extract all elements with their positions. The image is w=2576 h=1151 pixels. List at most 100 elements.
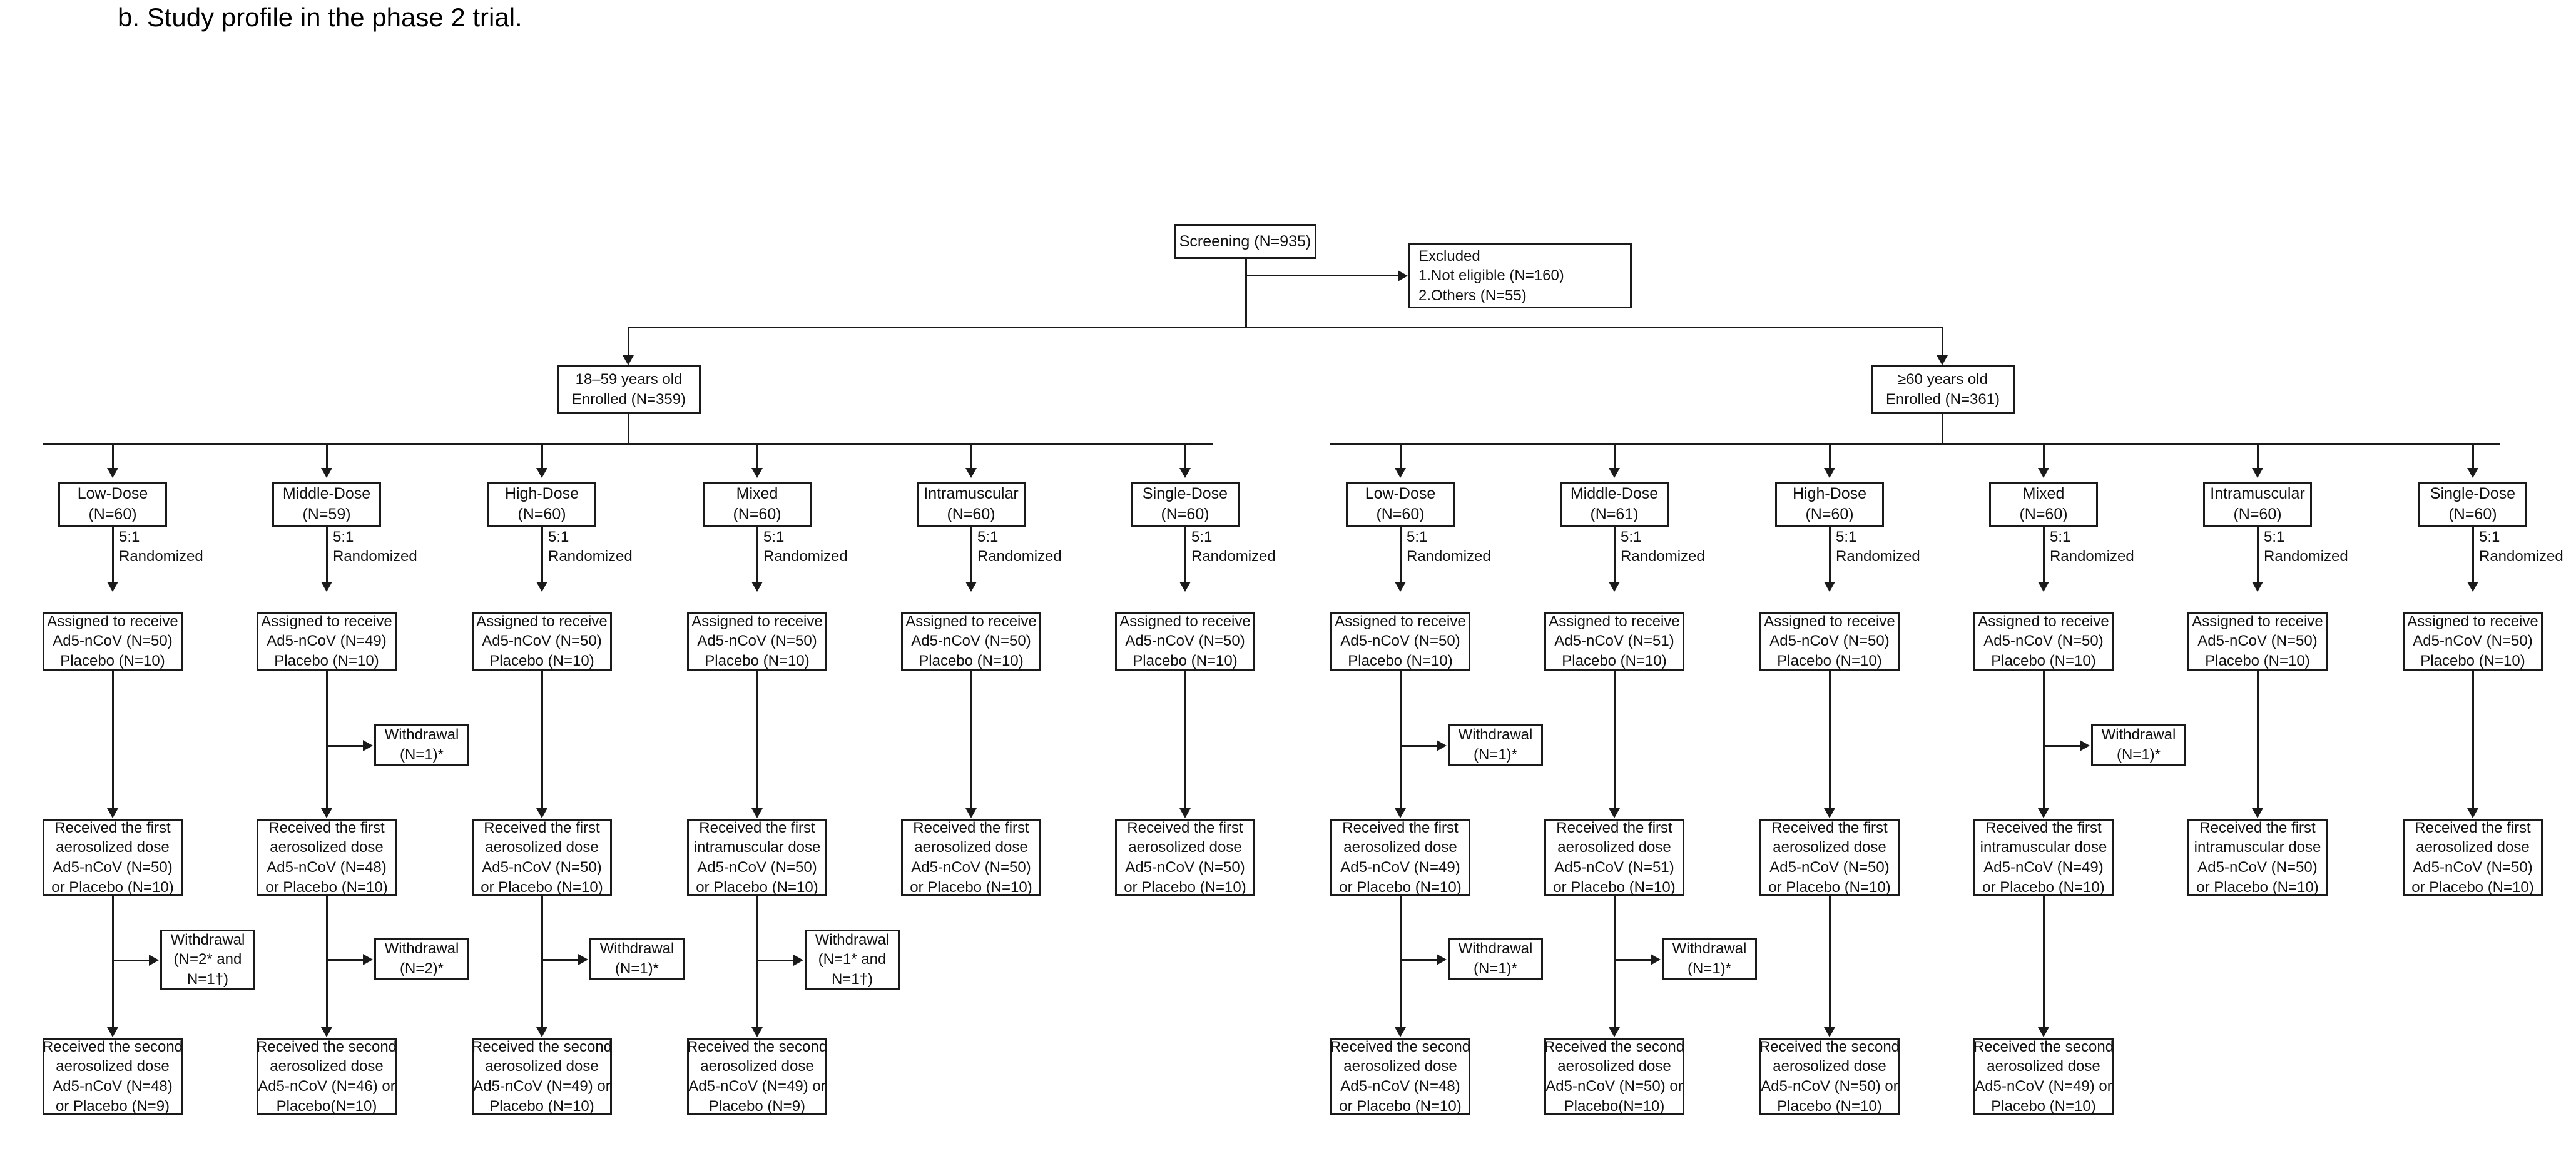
edge-split-bar	[628, 327, 1943, 328]
node-first-dose-young-single-line-1: aerosolized dose	[1128, 839, 1242, 856]
node-first-dose-old-mixed-line-0: Received the first	[1985, 819, 2102, 836]
node-withdrawal-after-first-young-mixed-line-0: Withdrawal	[815, 931, 890, 948]
node-arm-young-single-line-0: Single-Dose	[1142, 485, 1228, 502]
edge-split-left	[628, 327, 629, 359]
edge-first-to-second-old-low	[1400, 896, 1402, 1028]
arrow-withdraw2-young-mixed-icon	[793, 955, 803, 966]
node-withdrawal-after-assign-young-middle-line-1: (N=1)*	[399, 746, 444, 763]
figure-title: b. Study profile in the phase 2 trial.	[118, 3, 522, 32]
node-second-dose-old-low-line-0: Received the second	[1330, 1038, 1471, 1055]
arrow-first-old-middle-icon	[1609, 808, 1620, 818]
node-second-dose-old-mixed-line-2: Ad5-nCoV (N=49) or	[1975, 1078, 2112, 1095]
edge-first-to-second-old-middle	[1614, 896, 1616, 1028]
node-first-dose-young-middle-line-0: Received the first	[268, 819, 385, 836]
arrow-first-young-intramuscular-icon	[965, 808, 977, 818]
arrow-fan-old-high-icon	[1824, 468, 1835, 478]
node-assigned-young-middle-line-2: Placebo (N=10)	[274, 652, 379, 669]
node-withdrawal-after-assign-old-mixed-line-0: Withdrawal	[2101, 726, 2176, 744]
node-arm-old-low-line-0: Low-Dose	[1365, 485, 1436, 502]
node-arm-old-mixed: Mixed(N=60)	[1989, 482, 2098, 527]
label-randomized-young-middle-line-1: Randomized	[333, 547, 417, 565]
node-assigned-young-single-line-2: Placebo (N=10)	[1133, 652, 1238, 669]
node-withdrawal-after-first-young-low-line-1: (N=2* and	[173, 951, 242, 968]
node-second-dose-old-low-line-3: or Placebo (N=10)	[1339, 1097, 1462, 1115]
node-assigned-young-middle-line-0: Assigned to receive	[261, 612, 392, 630]
node-withdrawal-after-first-young-middle: Withdrawal(N=2)*	[374, 938, 469, 980]
node-second-dose-young-middle-line-0: Received the second	[256, 1038, 397, 1055]
node-second-dose-old-high-line-0: Received the second	[1759, 1038, 1900, 1055]
label-randomized-old-low-line-0: 5:1	[1407, 529, 1428, 545]
arrow-fan-young-high-icon	[536, 468, 547, 478]
node-second-dose-old-middle-line-3: Placebo(N=10)	[1564, 1097, 1665, 1115]
edge-assigned-to-first-young-high	[541, 671, 543, 809]
node-assigned-old-intramuscular-line-1: Ad5-nCoV (N=50)	[2197, 632, 2318, 650]
node-enrolled-young-line-0: 18–59 years old	[575, 371, 683, 388]
edge-young-fan-bar	[43, 443, 1213, 445]
node-arm-old-single-line-0: Single-Dose	[2430, 485, 2516, 502]
arrow-to-old-icon	[1937, 355, 1948, 365]
node-first-dose-old-low-line-0: Received the first	[1342, 819, 1459, 836]
label-randomized-old-middle-line-1: Randomized	[1621, 547, 1705, 565]
node-first-dose-young-high-line-0: Received the first	[484, 819, 600, 836]
label-randomized-young-single-line-1: Randomized	[1191, 547, 1276, 565]
node-arm-old-low: Low-Dose (N=60)	[1346, 482, 1455, 527]
arrow-randomize-old-middle-icon	[1609, 582, 1620, 592]
node-assigned-old-single-line-1: Ad5-nCoV (N=50)	[2413, 632, 2533, 650]
node-first-dose-young-middle-line-2: Ad5-nCoV (N=48)	[267, 859, 387, 876]
arrow-second-old-mixed-icon	[2038, 1027, 2049, 1037]
node-first-dose-old-middle-line-1: aerosolized dose	[1557, 839, 1671, 856]
edge-assigned-to-first-old-middle	[1614, 671, 1616, 809]
label-randomized-young-mixed-line-0: 5:1	[763, 529, 785, 545]
node-assigned-old-high-line-1: Ad5-nCoV (N=50)	[1769, 632, 1890, 650]
node-assigned-young-high-line-1: Ad5-nCoV (N=50)	[482, 632, 602, 650]
label-randomized-young-high-line-0: 5:1	[548, 529, 569, 545]
node-assigned-old-intramuscular-line-2: Placebo (N=10)	[2205, 652, 2310, 669]
node-enrolled-old-line-0: ≥60 years old	[1898, 371, 1988, 388]
node-first-dose-young-single-line-3: or Placebo (N=10)	[1124, 878, 1246, 896]
node-first-dose-young-high-line-1: aerosolized dose	[485, 839, 599, 856]
node-withdrawal-after-assign-young-middle: Withdrawal(N=1)*	[374, 724, 469, 766]
node-assigned-old-intramuscular-line-0: Assigned to receive	[2192, 612, 2323, 630]
edge-fan-leg-old-high	[1829, 443, 1831, 470]
node-assigned-young-single-line-0: Assigned to receive	[1119, 612, 1251, 630]
edge-screening-stem	[1245, 259, 1247, 328]
arrow-fan-old-mixed-icon	[2038, 468, 2049, 478]
node-withdrawal-after-first-young-high-line-1: (N=1)*	[614, 960, 659, 977]
label-randomized-young-middle-line-0: 5:1	[333, 529, 354, 545]
node-second-dose-young-low-line-3: or Placebo (N=9)	[55, 1097, 170, 1115]
node-assigned-young-low-line-0: Assigned to receive	[47, 612, 178, 630]
node-first-dose-old-low-line-2: Ad5-nCoV (N=49)	[1340, 859, 1460, 876]
node-enrolled-young-line-1: Enrolled (N=359)	[571, 391, 686, 408]
edge-fan-leg-young-middle	[326, 443, 328, 470]
arrow-withdraw1-old-mixed-icon	[2080, 740, 2090, 751]
arrow-randomize-young-intramuscular-icon	[965, 582, 977, 592]
node-assigned-old-high-line-2: Placebo (N=10)	[1777, 652, 1882, 669]
node-withdrawal-after-first-young-low-line-0: Withdrawal	[170, 931, 245, 948]
node-excluded-line-2: 2.Others (N=55)	[1418, 286, 1527, 304]
edge-withdraw2-branch-old-middle	[1614, 959, 1652, 961]
node-arm-old-low-line-1: (N=60)	[1376, 505, 1425, 523]
arrow-first-young-high-icon	[536, 808, 547, 818]
edge-old-fan-bar	[1330, 443, 2500, 445]
node-first-dose-young-low-line-1: aerosolized dose	[56, 839, 170, 856]
node-arm-old-middle-line-1: (N=61)	[1590, 505, 1639, 523]
node-second-dose-old-low-line-2: Ad5-nCoV (N=48)	[1340, 1078, 1460, 1095]
node-arm-young-low-line-1: (N=60)	[88, 505, 137, 523]
node-withdrawal-after-assign-old-low: Withdrawal(N=1)*	[1448, 724, 1543, 766]
node-second-dose-old-middle-line-1: aerosolized dose	[1557, 1058, 1671, 1075]
node-arm-young-intramuscular: Intramuscular(N=60)	[917, 482, 1026, 527]
edge-first-to-second-young-low	[112, 896, 114, 1028]
node-withdrawal-after-first-young-mixed-line-2: N=1†)	[831, 970, 873, 988]
edge-first-to-second-young-middle	[326, 896, 328, 1028]
